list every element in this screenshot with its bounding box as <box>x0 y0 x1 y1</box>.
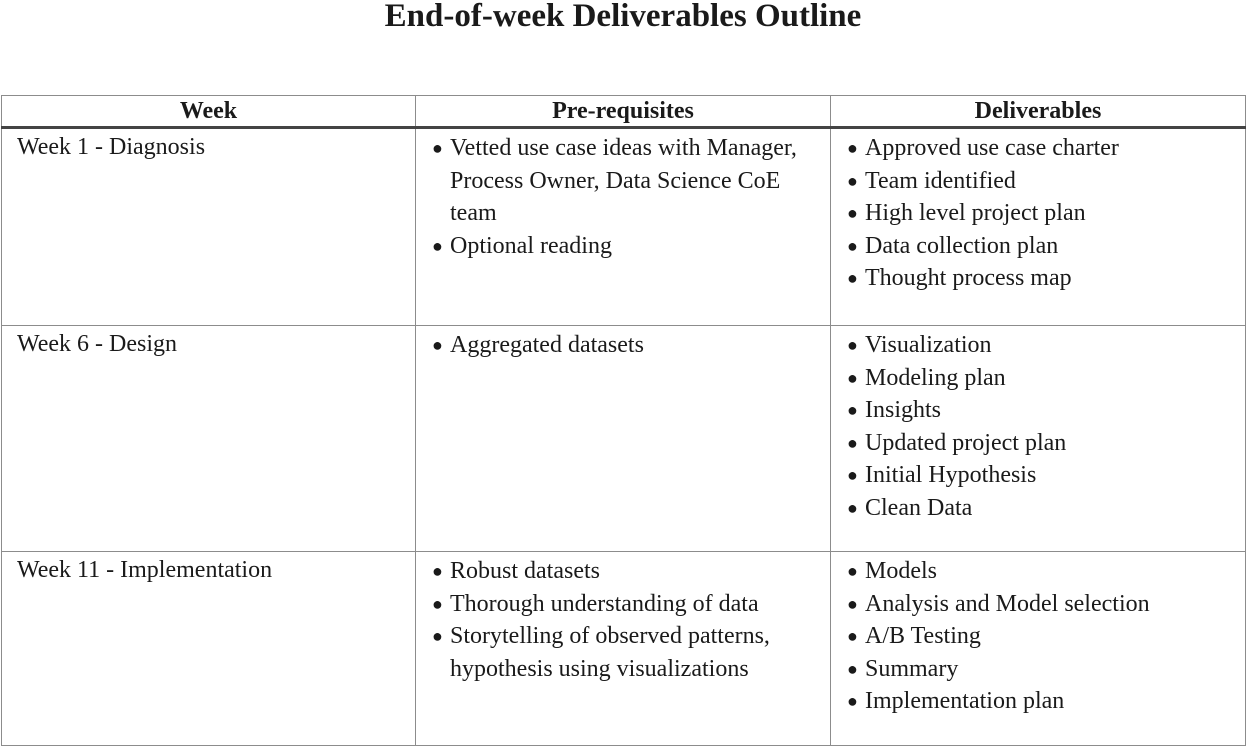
prerequisites-cell: ● Vetted use case ideas with Manager, Pro… <box>415 127 831 326</box>
deliverables-cell: ● Approved use case charter ● Team identif… <box>830 127 1246 326</box>
list-item: ● Initial Hypothesis <box>845 459 1235 492</box>
deliverables-list: ●Visualization ●Modeling plan ●Insights … <box>845 329 1235 524</box>
list-item: ● Vetted use case ideas with Manager, Pro… <box>430 132 820 230</box>
table-row: Week 1 - Diagnosis ● Vetted use case idea… <box>1 127 1246 326</box>
column-header-deliverables: Deliverables <box>830 95 1246 129</box>
deliverables-cell: ●Visualization ●Modeling plan ●Insights … <box>830 325 1246 552</box>
list-item-text: Clean Data <box>865 494 973 521</box>
week-cell: Week 6 - Design <box>1 325 416 552</box>
bullet-icon: ● <box>432 235 443 256</box>
week-label: Week 1 - Diagnosis <box>17 134 206 160</box>
list-item-text: Thorough understanding of data <box>450 590 759 617</box>
deliverables-list: ● Approved use case charter ● Team identif… <box>845 132 1235 295</box>
list-item-text: Visualization <box>865 332 992 358</box>
list-item-text: Aggregated datasets <box>450 332 644 358</box>
week-label: Week 6 - Design <box>17 331 178 357</box>
bullet-icon: ● <box>847 432 858 453</box>
list-item-text: Updated project plan <box>865 429 1067 456</box>
list-item: ● Analysis and Model selection <box>845 588 1235 621</box>
bullet-icon: ● <box>432 593 443 614</box>
list-item-text: Implementation plan <box>865 688 1065 714</box>
bullet-icon: ● <box>432 335 443 355</box>
week-cell: Week 11 - Implementation <box>1 551 416 746</box>
list-item: ● High level project plan <box>845 197 1235 230</box>
bullet-icon: ● <box>847 268 858 288</box>
bullet-icon: ● <box>847 561 858 581</box>
list-item-text: Optional reading <box>450 232 612 259</box>
bullet-icon: ● <box>847 367 858 388</box>
bullet-icon: ● <box>847 335 858 355</box>
bullet-icon: ● <box>432 561 443 581</box>
table-row: Week 6 - Design ● Aggregated datasets ● Vi… <box>1 325 1246 552</box>
bullet-icon: ● <box>847 497 858 518</box>
list-item: ● Modeling plan <box>845 362 1235 395</box>
bullet-icon: ● <box>847 203 858 223</box>
list-item-text: Approved use case charter <box>865 135 1119 161</box>
bullet-icon: ● <box>847 235 858 256</box>
list-item: ● Data collection plan <box>845 230 1235 263</box>
prerequisites-list: ● Vetted use case ideas with Manager, Pro… <box>430 132 820 262</box>
bullet-icon: ● <box>847 593 858 614</box>
column-header-prerequisites: Pre-requisites <box>415 95 831 129</box>
list-item: ● Updated project plan <box>845 427 1235 460</box>
list-item-text: Team identified <box>865 167 1016 194</box>
list-item-text: Summary <box>865 655 959 682</box>
week-label: Week 11 - Implementation <box>17 557 273 583</box>
bullet-icon: ● <box>847 138 858 158</box>
list-item: ● A/B Testing <box>845 620 1235 653</box>
deliverables-list: ● Models ● Analysis and Model selection ● A… <box>845 555 1235 718</box>
list-item: ● Team identified <box>845 165 1235 198</box>
list-item: ● Insights <box>845 394 1235 427</box>
list-item-text: Insights <box>865 397 942 423</box>
list-item-text: Initial Hypothesis <box>865 462 1037 488</box>
list-item: ● Thorough understanding of data <box>430 588 820 621</box>
bullet-icon: ● <box>847 465 858 485</box>
week-cell: Week 1 - Diagnosis <box>1 127 416 326</box>
list-item: ● Storytelling of observed patterns, hypo… <box>430 620 820 685</box>
column-header-week: Week <box>1 95 416 129</box>
page-title: End-of-week Deliverables Outline <box>384 0 862 34</box>
bullet-icon: ● <box>847 400 858 420</box>
prerequisites-cell: ● Robust datasets ● Thorough understanding… <box>415 551 831 746</box>
bullet-icon: ● <box>847 170 858 191</box>
list-item: ● Approved use case charter <box>845 132 1235 165</box>
list-item-text: High level project plan <box>865 200 1086 226</box>
table-header-row: Week Pre-requisites Deliverables <box>1 95 1246 129</box>
list-item: ● Clean Data <box>845 492 1235 525</box>
list-item-text: Storytelling of observed patterns, hypot… <box>450 623 770 682</box>
list-item: ● Robust datasets <box>430 555 820 588</box>
list-item: ● Summary <box>845 653 1235 686</box>
list-item: ● Visualization <box>845 329 1235 362</box>
list-item: ● Aggregated datasets <box>430 329 820 362</box>
bullet-icon: ● <box>847 658 858 679</box>
list-item: ● Thought process map <box>845 262 1235 295</box>
deliverables-table: Week Pre-requisites Deliverables Week 1 … <box>1 95 1246 746</box>
prerequisites-list: ● Robust datasets ● Thorough understanding… <box>430 555 820 685</box>
list-item-text: Analysis and Model selection <box>865 590 1150 617</box>
bullet-icon: ● <box>847 691 858 711</box>
list-item-text: Thought process map <box>865 265 1072 291</box>
list-item: ● Optional reading <box>430 230 820 263</box>
list-item-text: A/B Testing <box>865 623 981 649</box>
prerequisites-cell: ● Aggregated datasets <box>415 325 831 552</box>
table-row: Week 11 - Implementation ● Robust dataset… <box>1 551 1246 746</box>
list-item-text: Models <box>865 558 937 584</box>
bullet-icon: ● <box>432 138 443 158</box>
list-item: ● Models <box>845 555 1235 588</box>
bullet-icon: ● <box>847 626 858 646</box>
list-item: ● Implementation plan <box>845 685 1235 718</box>
list-item-text: Data collection plan <box>865 232 1059 259</box>
list-item-text: Modeling plan <box>865 364 1006 391</box>
prerequisites-list: ● Aggregated datasets <box>430 329 820 362</box>
list-item-text: Vetted use case ideas with Manager, Proc… <box>450 135 797 226</box>
bullet-icon: ● <box>432 626 443 646</box>
deliverables-cell: ● Models ● Analysis and Model selection ● A… <box>830 551 1246 746</box>
list-item-text: Robust datasets <box>450 558 600 584</box>
